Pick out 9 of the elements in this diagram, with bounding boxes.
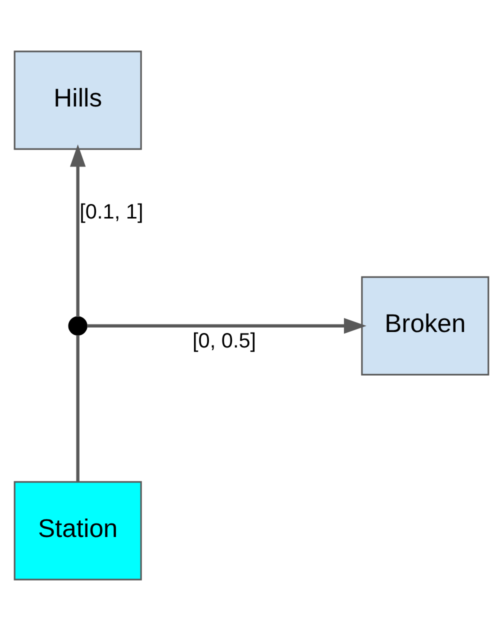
node-box: Hills (14, 50, 142, 150)
edge-label: [0, 0.5] (192, 328, 256, 352)
connector (76, 334, 80, 482)
arrow (87, 318, 366, 334)
edge-label: [0.1, 1] (80, 200, 144, 224)
node-box: Station (14, 480, 142, 580)
node-box: Broken (361, 276, 490, 376)
arrow (70, 144, 86, 316)
node-circle (68, 316, 88, 335)
